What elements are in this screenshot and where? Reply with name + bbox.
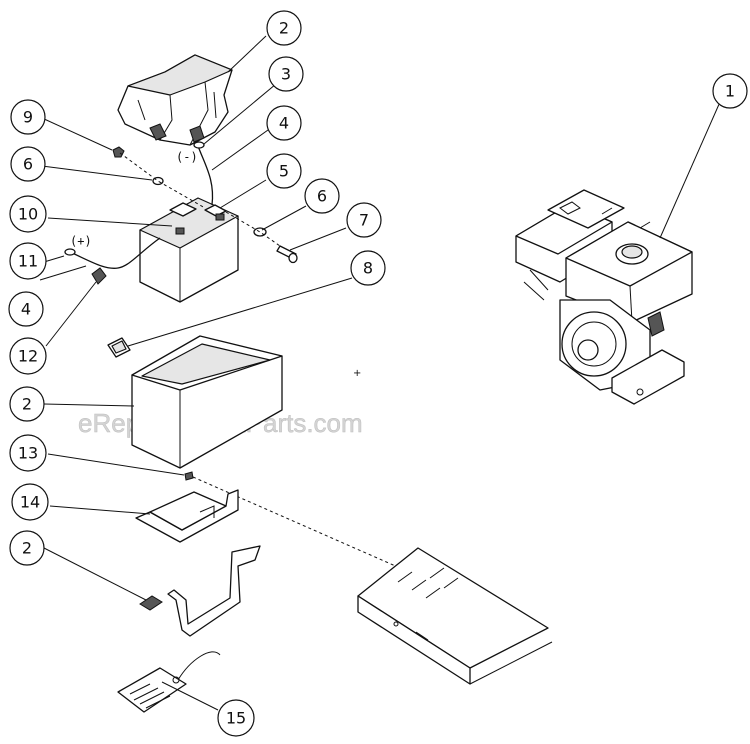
terminal-boot bbox=[91, 267, 107, 285]
callout-11: 11 bbox=[9, 242, 47, 280]
callout-label: 6 bbox=[23, 155, 33, 174]
center-mark: + bbox=[353, 368, 361, 379]
callout-label: 13 bbox=[18, 444, 38, 463]
callout-2-box: 2 bbox=[9, 386, 45, 422]
callout-12: 12 bbox=[9, 337, 47, 375]
warning-tag bbox=[117, 651, 221, 713]
battery-box bbox=[131, 335, 283, 469]
mounting-platform bbox=[357, 547, 553, 685]
spacer-pad bbox=[107, 337, 131, 358]
callout-label: 12 bbox=[18, 347, 38, 366]
callout-7: 7 bbox=[346, 202, 382, 238]
callout-label: 10 bbox=[18, 205, 38, 224]
callout-2-strap: 2 bbox=[9, 530, 45, 566]
callout-label: 15 bbox=[226, 709, 246, 728]
callout-label: 4 bbox=[279, 114, 289, 133]
positive-sign: (+) bbox=[70, 234, 92, 248]
battery-strap bbox=[139, 545, 261, 637]
negative-cable bbox=[193, 141, 214, 206]
callout-label: 6 bbox=[317, 187, 327, 206]
callout-14: 14 bbox=[11, 483, 49, 521]
callout-6-right: 6 bbox=[304, 178, 340, 214]
callout-label: 2 bbox=[22, 539, 32, 558]
callout-10: 10 bbox=[9, 195, 47, 233]
callout-label: 7 bbox=[359, 211, 369, 230]
negative-sign: (-) bbox=[176, 150, 198, 164]
hold-down-bracket bbox=[135, 489, 239, 543]
callout-3: 3 bbox=[268, 56, 304, 92]
callout-5: 5 bbox=[266, 153, 302, 189]
callout-6-left: 6 bbox=[10, 146, 46, 182]
callout-label: 1 bbox=[725, 82, 735, 101]
callout-label: 8 bbox=[363, 259, 373, 278]
callout-15: 15 bbox=[217, 699, 255, 737]
leader-lines bbox=[39, 35, 721, 711]
callout-label: 9 bbox=[23, 108, 33, 127]
callout-1: 1 bbox=[712, 73, 748, 109]
callout-2-top: 2 bbox=[266, 10, 302, 46]
callout-label: 11 bbox=[18, 252, 38, 271]
nut bbox=[112, 146, 125, 158]
callout-8: 8 bbox=[350, 250, 386, 286]
callout-9: 9 bbox=[10, 99, 46, 135]
callout-label: 2 bbox=[279, 19, 289, 38]
screw bbox=[184, 471, 194, 481]
callout-label: 5 bbox=[279, 162, 289, 181]
bolt bbox=[276, 245, 298, 264]
callout-label: 14 bbox=[20, 493, 40, 512]
engine bbox=[515, 189, 693, 405]
callout-4-lower: 4 bbox=[8, 291, 44, 327]
battery-cover bbox=[117, 54, 233, 146]
battery bbox=[139, 197, 239, 303]
callout-label: 4 bbox=[21, 300, 31, 319]
callout-13: 13 bbox=[9, 434, 47, 472]
callout-label: 2 bbox=[22, 395, 32, 414]
callout-4-upper: 4 bbox=[266, 105, 302, 141]
positive-cable bbox=[64, 237, 161, 269]
callout-label: 3 bbox=[281, 65, 291, 84]
